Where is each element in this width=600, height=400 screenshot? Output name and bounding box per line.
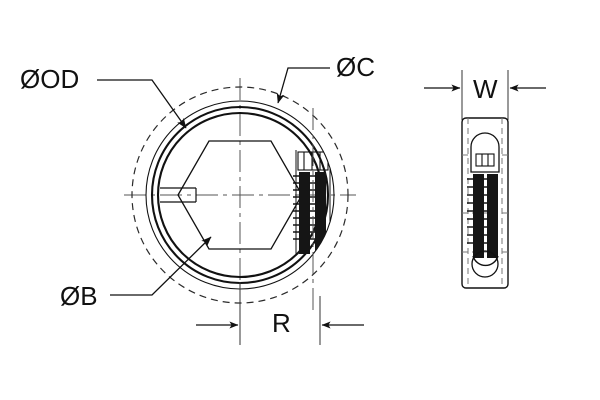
front-view <box>124 78 356 312</box>
side-thread-right <box>487 174 498 258</box>
side-thread-ticks <box>467 178 488 244</box>
dimension-r: R <box>196 282 364 345</box>
screw-tip-arc-top <box>472 255 499 267</box>
dimension-w: W <box>424 70 546 120</box>
label-od: ØOD <box>20 64 79 94</box>
b-leader <box>110 236 212 296</box>
side-section-view: W <box>424 70 546 289</box>
label-r: R <box>272 308 291 338</box>
side-thread-left <box>473 174 484 258</box>
screw-tip-circle <box>471 250 499 278</box>
label-b: ØB <box>60 281 98 311</box>
collar-split-slot <box>160 187 197 203</box>
od-leader <box>97 79 187 129</box>
label-w: W <box>473 74 498 104</box>
screw-thread-right <box>315 172 326 254</box>
label-c: ØC <box>336 52 375 82</box>
screw-thread-left <box>299 172 310 254</box>
socket-head <box>470 132 500 173</box>
side-body-outline <box>461 117 509 289</box>
side-internal-features <box>462 118 508 288</box>
socket-hex-recess <box>475 153 495 167</box>
c-leader <box>276 67 330 104</box>
